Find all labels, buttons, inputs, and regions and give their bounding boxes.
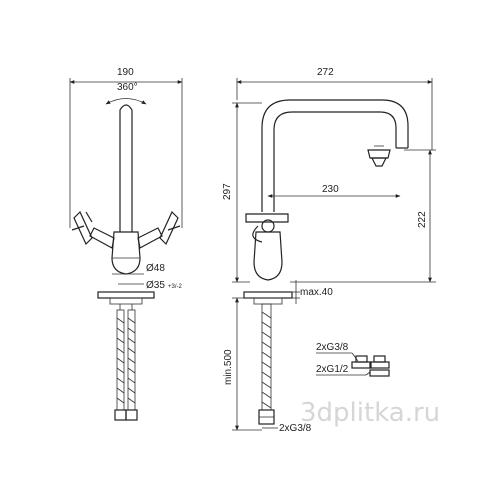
spout-tube-front — [119, 104, 133, 232]
right-handle — [137, 210, 181, 249]
reach-label: 230 — [322, 184, 339, 195]
faucet-body-side — [253, 231, 283, 281]
side-width-label: 272 — [317, 67, 334, 78]
side-view: 272 297 230 222 — [222, 67, 436, 434]
rotation-arrow-icon — [105, 98, 147, 105]
side-handle — [245, 213, 289, 243]
hose-thread-label: 2xG3/8 — [279, 423, 312, 434]
mounting-plate-front — [97, 291, 155, 299]
connector-detail: 2xG3/8 2xG1/2 — [316, 342, 390, 377]
diameter-hole-label: Ø35 — [146, 280, 165, 291]
spout-outer — [261, 99, 409, 212]
front-view: 190 360° Ø48 Ø35 +3/-2 — [69, 67, 183, 421]
faucet-body-front — [111, 231, 141, 275]
connector-label-bottom: 2xG1/2 — [316, 364, 349, 375]
height-total-label: 297 — [222, 183, 233, 200]
watermark: 3dplitka.ru — [300, 398, 440, 428]
spout-height-label: 222 — [417, 211, 428, 228]
diameter-body-label: Ø48 — [146, 263, 165, 274]
hose-side — [258, 303, 275, 425]
diameter-hole-tolerance: +3/-2 — [168, 284, 183, 290]
rotation-label: 360° — [117, 82, 138, 93]
aerator-detail — [367, 145, 391, 167]
connector-label-top: 2xG3/8 — [316, 342, 349, 353]
mounting-plate-side — [243, 291, 293, 299]
left-handle — [71, 210, 115, 249]
hose-length-label: min.500 — [223, 349, 234, 385]
hoses-front — [114, 309, 138, 421]
spout-inner — [273, 111, 397, 212]
front-width-label: 190 — [117, 67, 134, 78]
max-thickness-label: max.40 — [300, 287, 333, 298]
